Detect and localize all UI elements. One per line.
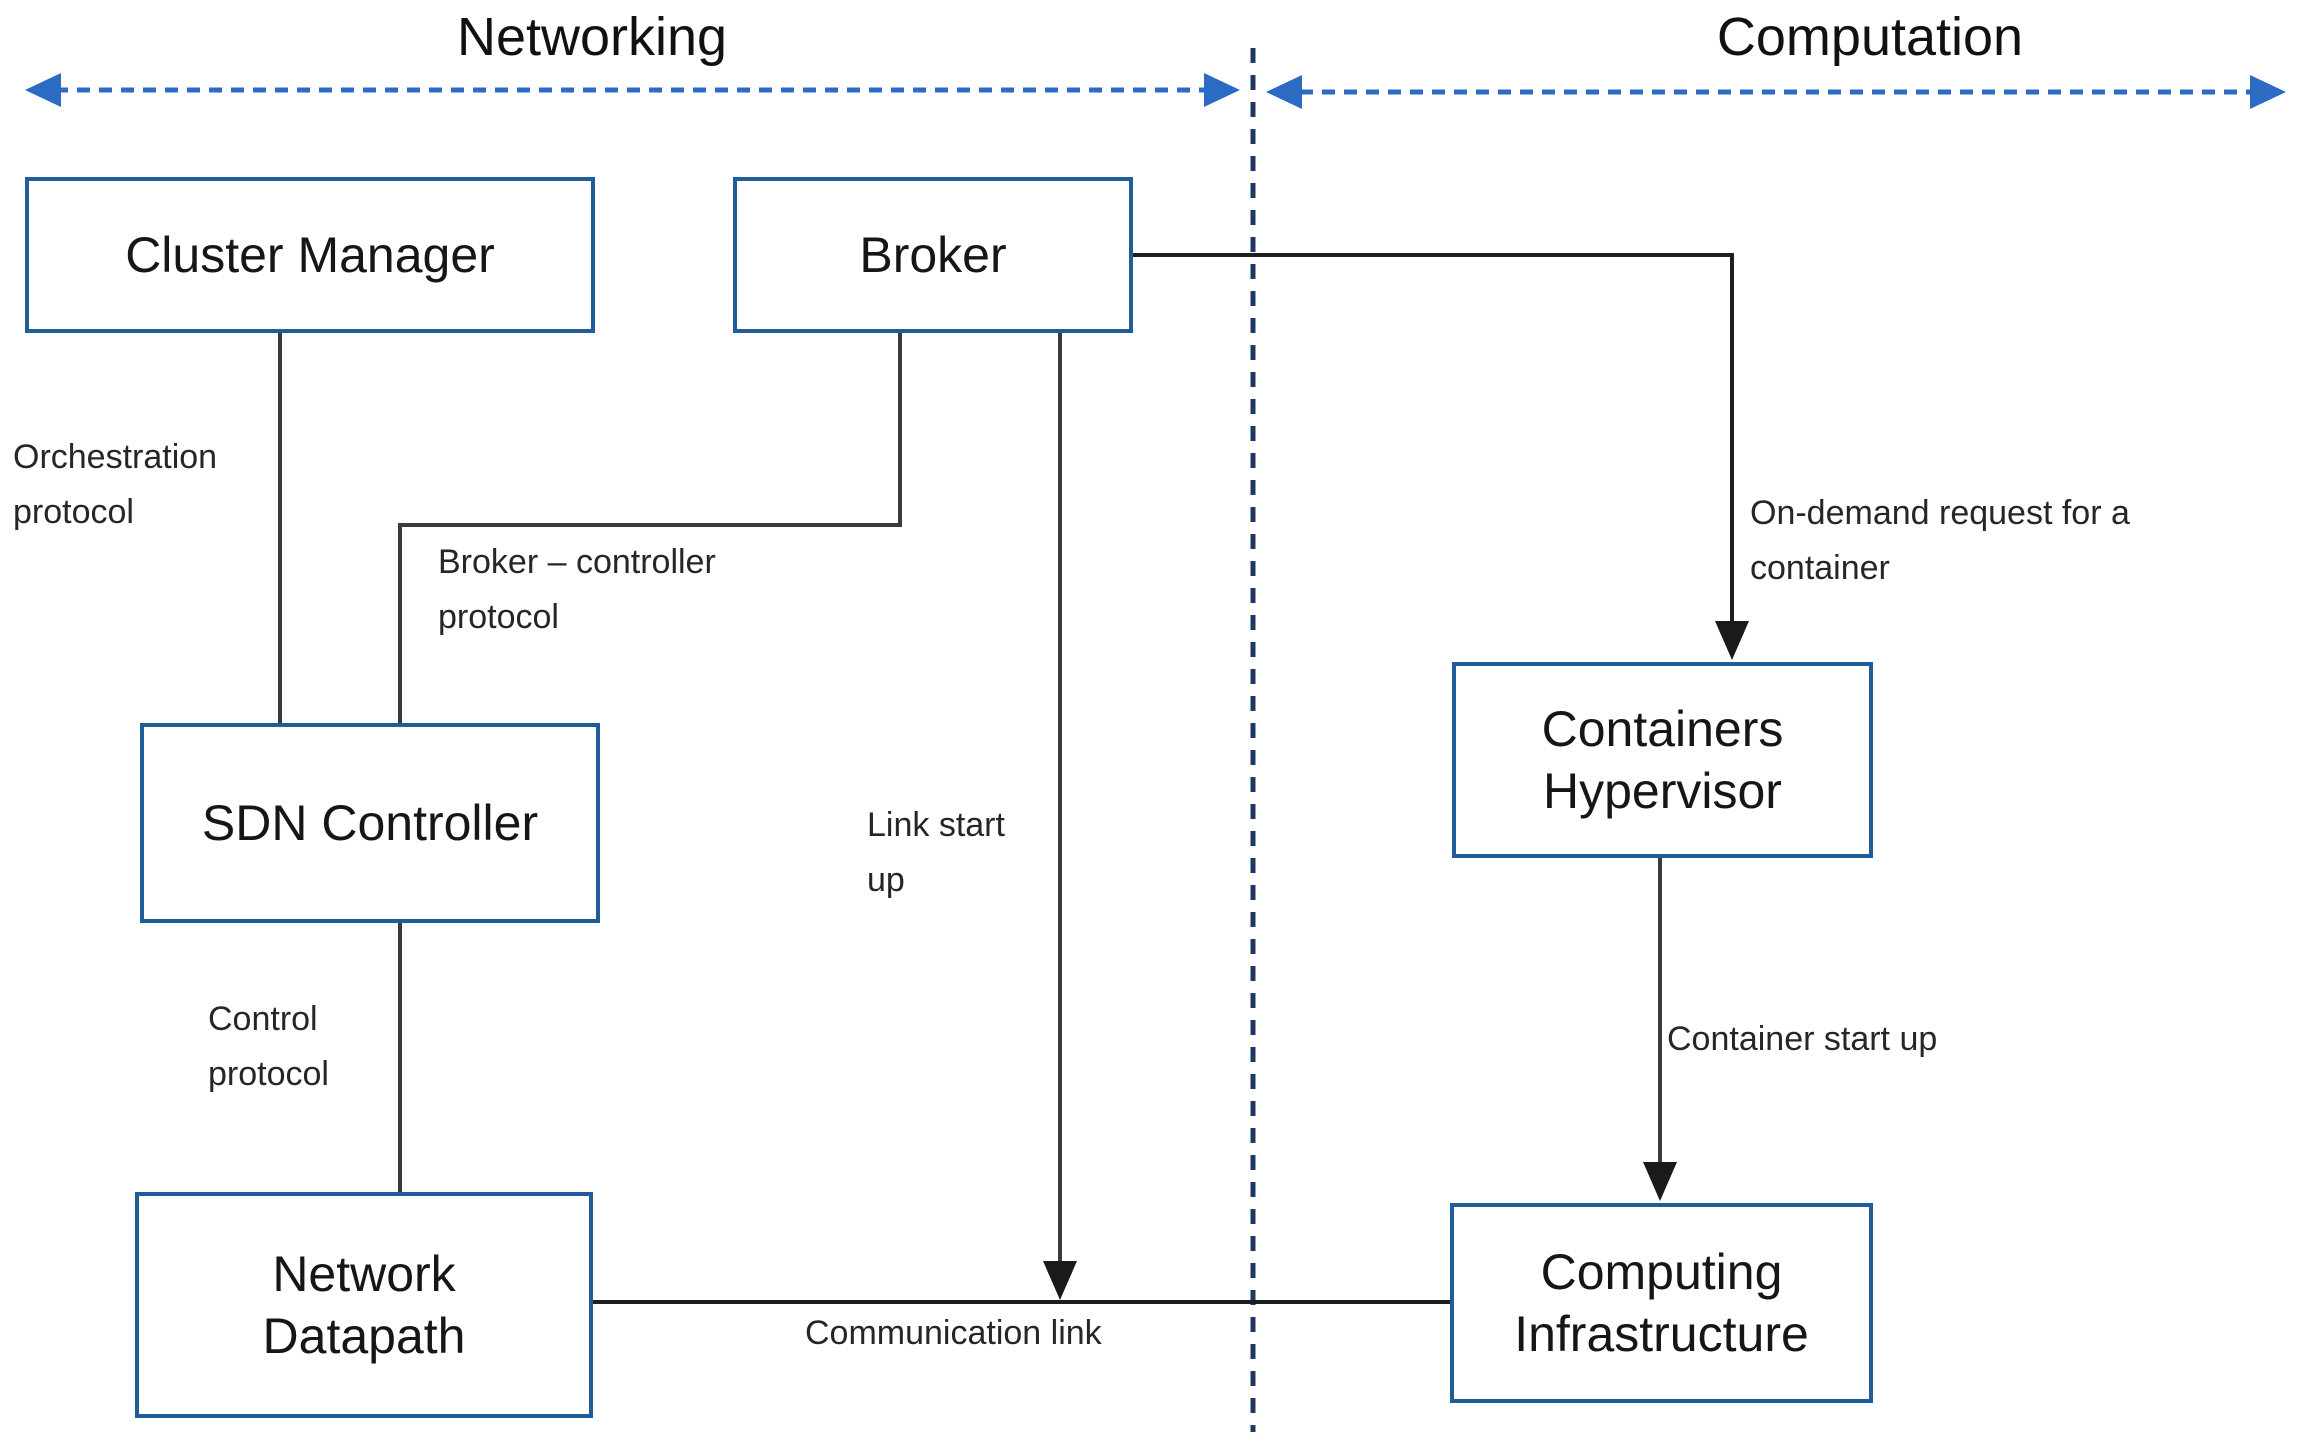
- edge-label-broker-controller-protocol: Broker – controller protocol: [438, 543, 716, 637]
- edge-broker-to-sdn-elbow: [398, 333, 902, 723]
- edge-label-orchestration-protocol: Orchestration protocol: [13, 438, 218, 532]
- node-containers-hypervisor: Containers Hypervisor: [1452, 662, 1873, 858]
- node-computing-infrastructure: Computing Infrastructure: [1450, 1203, 1873, 1403]
- edge-label-on-demand-request: On-demand request for a container: [1750, 494, 2130, 588]
- edge-label-control-protocol: Control protocol: [208, 1000, 329, 1094]
- container-start-up-arrowhead-icon: [1643, 1162, 1677, 1201]
- node-cluster-manager: Cluster Manager: [25, 177, 595, 333]
- edge-broker-to-containers-hypervisor: [1133, 253, 1734, 624]
- section-title-computation: Computation: [1716, 7, 2024, 67]
- node-broker: Broker: [733, 177, 1133, 333]
- edge-label-container-start-up: Container start up: [1667, 1020, 1938, 1058]
- computation-span-arrowhead-right-icon: [2250, 75, 2286, 109]
- on-demand-request-arrowhead-icon: [1715, 621, 1749, 660]
- node-network-datapath: Network Datapath: [135, 1192, 593, 1418]
- edge-label-link-start-up: Link start up: [867, 806, 1005, 900]
- link-start-up-arrowhead-icon: [1043, 1261, 1077, 1300]
- networking-span-arrowhead-right-icon: [1204, 73, 1240, 107]
- node-sdn-controller: SDN Controller: [140, 723, 600, 923]
- edge-label-communication-link: Communication link: [805, 1314, 1102, 1352]
- networking-span-arrowhead-left-icon: [25, 73, 61, 107]
- section-title-networking: Networking: [456, 7, 728, 67]
- computation-span-arrowhead-left-icon: [1266, 75, 1302, 109]
